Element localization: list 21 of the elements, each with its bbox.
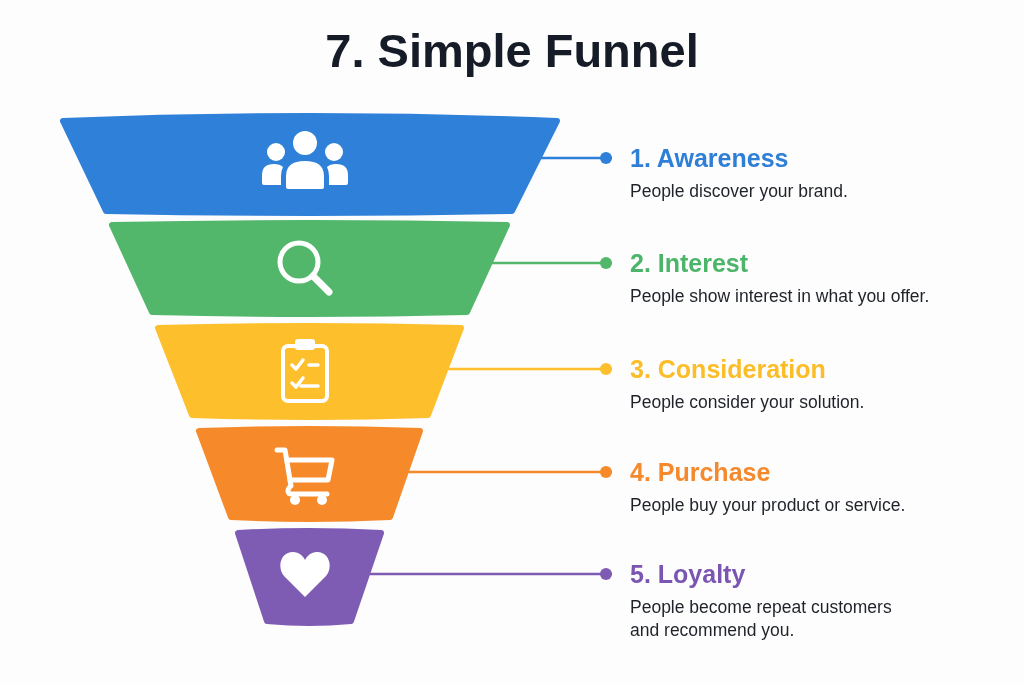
leader-line <box>492 257 612 269</box>
stage-description: People consider your solution. <box>630 391 865 414</box>
leader-line <box>408 466 612 478</box>
stage-description: People become repeat customers and recommend you. <box>630 596 893 642</box>
funnel-band <box>109 220 510 317</box>
stage-title: 5. Loyalty <box>630 559 746 589</box>
funnel-band <box>155 323 464 420</box>
stage-title: 3. Consideration <box>630 354 826 384</box>
stage-title: 2. Interest <box>630 248 749 278</box>
leader-line <box>541 152 612 164</box>
stage-description: People buy your product or service. <box>630 494 906 517</box>
leader-line <box>369 568 612 580</box>
funnel-band <box>235 528 384 626</box>
stage-title: 4. Purchase <box>630 457 771 487</box>
funnel-band <box>196 426 423 522</box>
stage-title: 1. Awareness <box>630 143 789 173</box>
stage-description: People show interest in what you offer. <box>630 285 930 308</box>
stage-description: People discover your brand. <box>630 180 848 203</box>
leader-line <box>447 363 612 375</box>
funnel-band <box>60 113 560 216</box>
diagram-title: 7. Simple Funnel <box>325 24 699 78</box>
